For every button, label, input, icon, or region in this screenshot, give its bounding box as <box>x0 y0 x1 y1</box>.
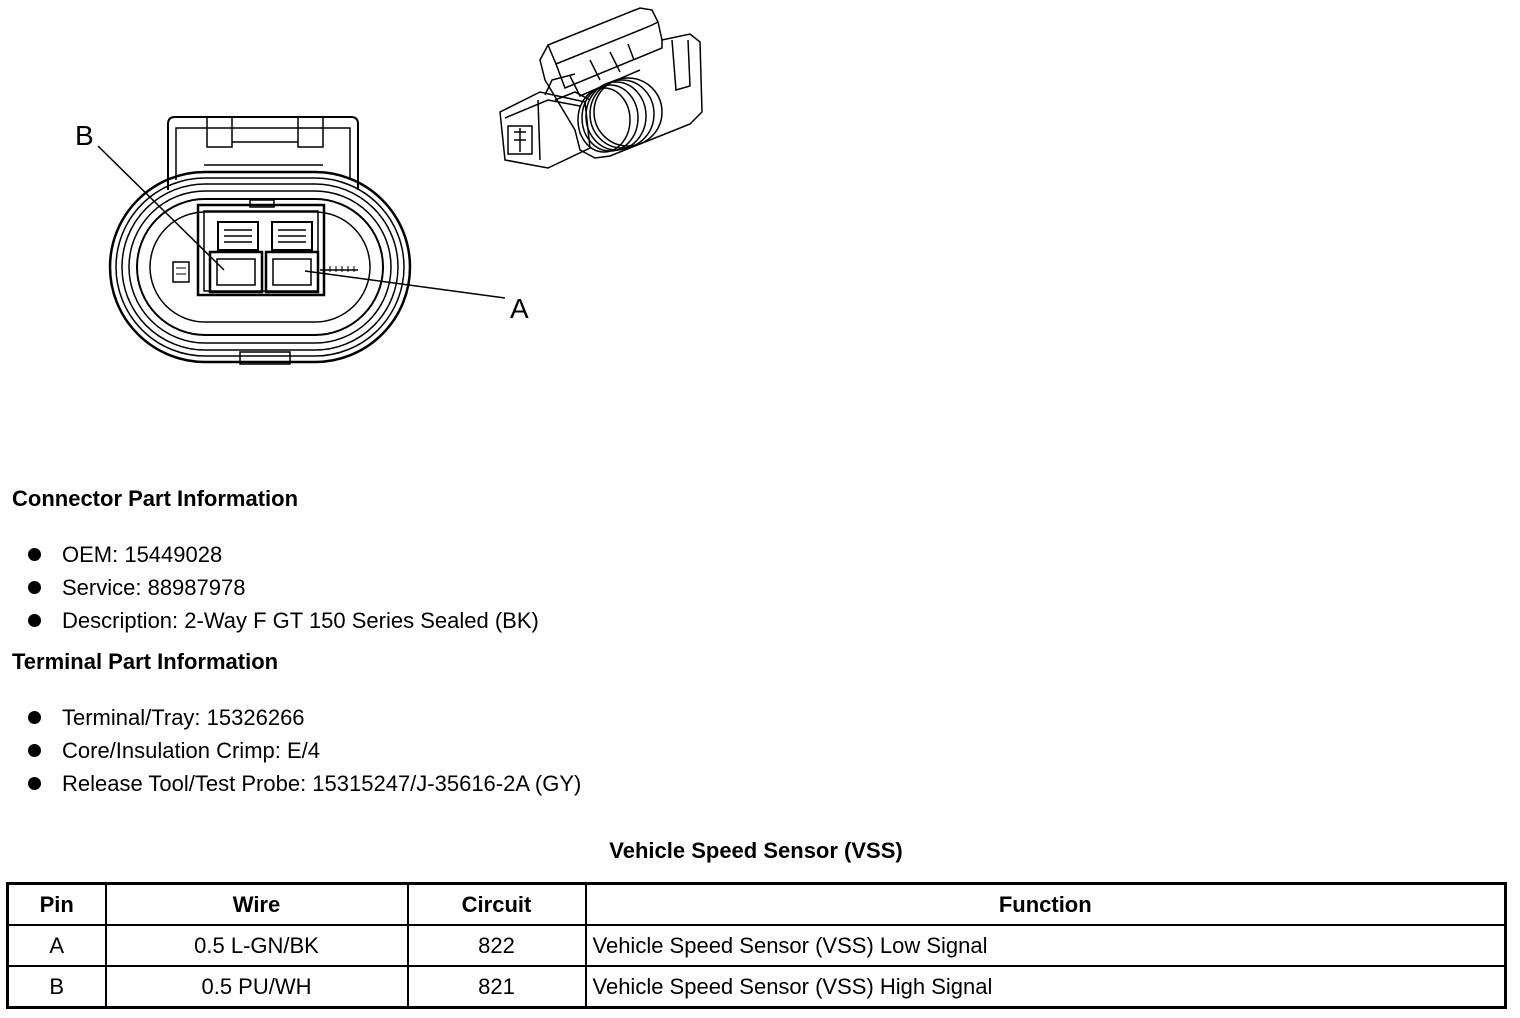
bullet-icon <box>28 581 41 594</box>
cell-function: Vehicle Speed Sensor (VSS) Low Signal <box>584 924 1507 967</box>
bullet-icon <box>28 548 41 561</box>
table-row: A 0.5 L-GN/BK 822 Vehicle Speed Sensor (… <box>6 924 1507 967</box>
list-item: Description: 2-Way F GT 150 Series Seale… <box>28 604 539 637</box>
callout-a: A <box>304 270 529 324</box>
callout-b: B <box>75 120 225 271</box>
list-item-text: OEM: 15449028 <box>62 542 223 567</box>
bullet-icon <box>28 777 41 790</box>
list-item-text: Core/Insulation Crimp: E/4 <box>62 738 320 763</box>
list-item: Service: 88987978 <box>28 571 539 604</box>
column-header-wire: Wire <box>104 882 409 926</box>
table-header-row: Pin Wire Circuit Function <box>6 882 1507 926</box>
pinout-table: Pin Wire Circuit Function A 0.5 L-GN/BK … <box>6 882 1507 1009</box>
cell-pin: B <box>6 965 107 1009</box>
list-item: Core/Insulation Crimp: E/4 <box>28 734 581 767</box>
list-item-text: Release Tool/Test Probe: 15315247/J-3561… <box>62 771 582 796</box>
connector-diagram: B A <box>75 7 703 365</box>
cell-wire: 0.5 PU/WH <box>104 965 409 1009</box>
list-item-text: Service: 88987978 <box>62 575 246 600</box>
list-item: OEM: 15449028 <box>28 538 539 571</box>
connector-perspective-view <box>499 7 703 169</box>
connector-info-heading: Connector Part Information <box>12 486 299 511</box>
bullet-icon <box>28 744 41 757</box>
terminal-info-list: Terminal/Tray: 15326266 Core/Insulation … <box>28 701 581 800</box>
column-header-pin: Pin <box>6 882 107 926</box>
connector-info-list: OEM: 15449028 Service: 88987978 Descript… <box>28 538 539 637</box>
terminal-info-heading: Terminal Part Information <box>12 649 279 674</box>
cell-wire: 0.5 L-GN/BK <box>104 924 409 967</box>
list-item: Terminal/Tray: 15326266 <box>28 701 581 734</box>
connector-face-view <box>108 116 412 365</box>
list-item: Release Tool/Test Probe: 15315247/J-3561… <box>28 767 581 800</box>
cell-function: Vehicle Speed Sensor (VSS) High Signal <box>584 965 1507 1009</box>
callout-label-b: B <box>75 120 94 151</box>
cell-pin: A <box>6 924 107 967</box>
bullet-icon <box>28 711 41 724</box>
callout-label-a: A <box>510 293 529 324</box>
cell-circuit: 821 <box>406 965 587 1009</box>
cell-circuit: 822 <box>406 924 587 967</box>
bullet-icon <box>28 614 41 627</box>
column-header-function: Function <box>584 882 1507 926</box>
table-row: B 0.5 PU/WH 821 Vehicle Speed Sensor (VS… <box>6 965 1507 1009</box>
table-title: Vehicle Speed Sensor (VSS) <box>609 838 903 863</box>
column-header-circuit: Circuit <box>406 882 587 926</box>
list-item-text: Description: 2-Way F GT 150 Series Seale… <box>62 608 539 633</box>
list-item-text: Terminal/Tray: 15326266 <box>62 705 305 730</box>
